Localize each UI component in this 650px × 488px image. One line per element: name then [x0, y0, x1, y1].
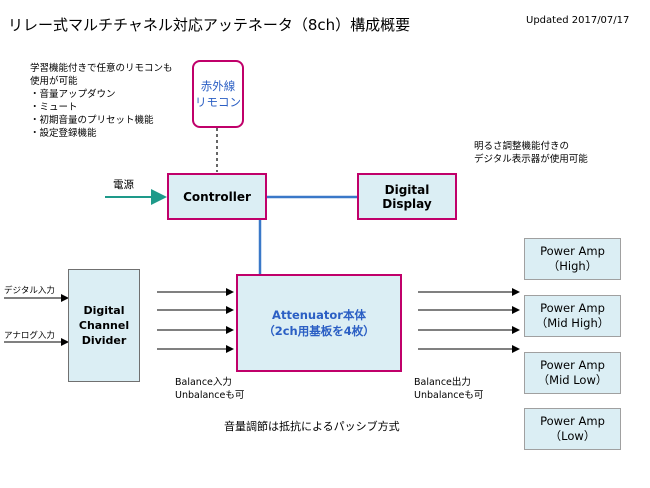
power-amp-low: Power Amp （Low）: [524, 408, 621, 450]
note-line: ・初期音量のプリセット機能: [30, 115, 154, 126]
note-line: 明るさ調整機能付きの: [474, 141, 570, 152]
divider-line2: Channel: [78, 319, 130, 332]
amp-title: Power Amp: [540, 301, 605, 315]
balance-input-note: Balance入力 Unbalanceも可: [175, 376, 244, 402]
controller-box: Controller: [167, 173, 267, 220]
note-line: ・設定登録機能: [30, 128, 97, 139]
attenuator-line1: Attenuator本体: [272, 308, 366, 322]
updated-date: Updated 2017/07/17: [526, 15, 630, 26]
divider-box: Digital Channel Divider: [68, 269, 140, 382]
remote-feature-notes: 学習機能付きで任意のリモコンも 使用が可能 ・音量アップダウン ・ミュート ・初…: [30, 62, 173, 140]
amp-band: （Low）: [549, 429, 596, 443]
divider-line3: Divider: [81, 334, 127, 347]
note-line: ・音量アップダウン: [30, 89, 116, 100]
ir-remote-line2: リモコン: [195, 95, 241, 109]
note-line: Unbalanceも可: [175, 390, 245, 401]
balance-output-note: Balance出力 Unbalanceも可: [414, 376, 483, 402]
divider-line1: Digital: [83, 304, 125, 317]
note-line: Unbalanceも可: [414, 390, 484, 401]
footer-note: 音量調節は抵抗によるパッシブ方式: [224, 420, 400, 433]
power-amp-high: Power Amp （High）: [524, 238, 621, 280]
digital-display-label: Digital Display: [382, 182, 432, 211]
amp-band: （High）: [547, 259, 598, 273]
amp-title: Power Amp: [540, 414, 605, 428]
amp-band: （Mid Low）: [537, 373, 608, 387]
amp-title: Power Amp: [540, 358, 605, 372]
controller-label: Controller: [183, 189, 251, 204]
amp-title: Power Amp: [540, 244, 605, 258]
note-line: Balance出力: [414, 377, 471, 388]
amp-band: （Mid High）: [535, 316, 610, 330]
note-line: 使用が可能: [30, 76, 78, 87]
note-line: Balance入力: [175, 377, 232, 388]
ir-remote-line1: 赤外線: [200, 79, 236, 93]
note-line: デジタル表示器が使用可能: [474, 154, 588, 165]
attenuator-box: Attenuator本体 （2ch用基板を4枚）: [236, 274, 402, 372]
attenuator-line2: （2ch用基板を4枚）: [263, 324, 375, 338]
digital-display-box: Digital Display: [357, 173, 457, 220]
ir-remote-box: 赤外線 リモコン: [192, 60, 244, 128]
display-notes: 明るさ調整機能付きの デジタル表示器が使用可能: [474, 140, 588, 166]
power-amp-mid-low: Power Amp （Mid Low）: [524, 352, 621, 394]
page-title: リレー式マルチチャネル対応アッテネータ（8ch）構成概要: [8, 16, 411, 34]
note-line: ・ミュート: [30, 102, 78, 113]
power-label: 電源: [113, 179, 134, 191]
digital-input-label: デジタル入力: [4, 286, 55, 296]
note-line: 学習機能付きで任意のリモコンも: [30, 63, 173, 74]
power-amp-mid-high: Power Amp （Mid High）: [524, 295, 621, 337]
analog-input-label: アナログ入力: [4, 331, 55, 341]
